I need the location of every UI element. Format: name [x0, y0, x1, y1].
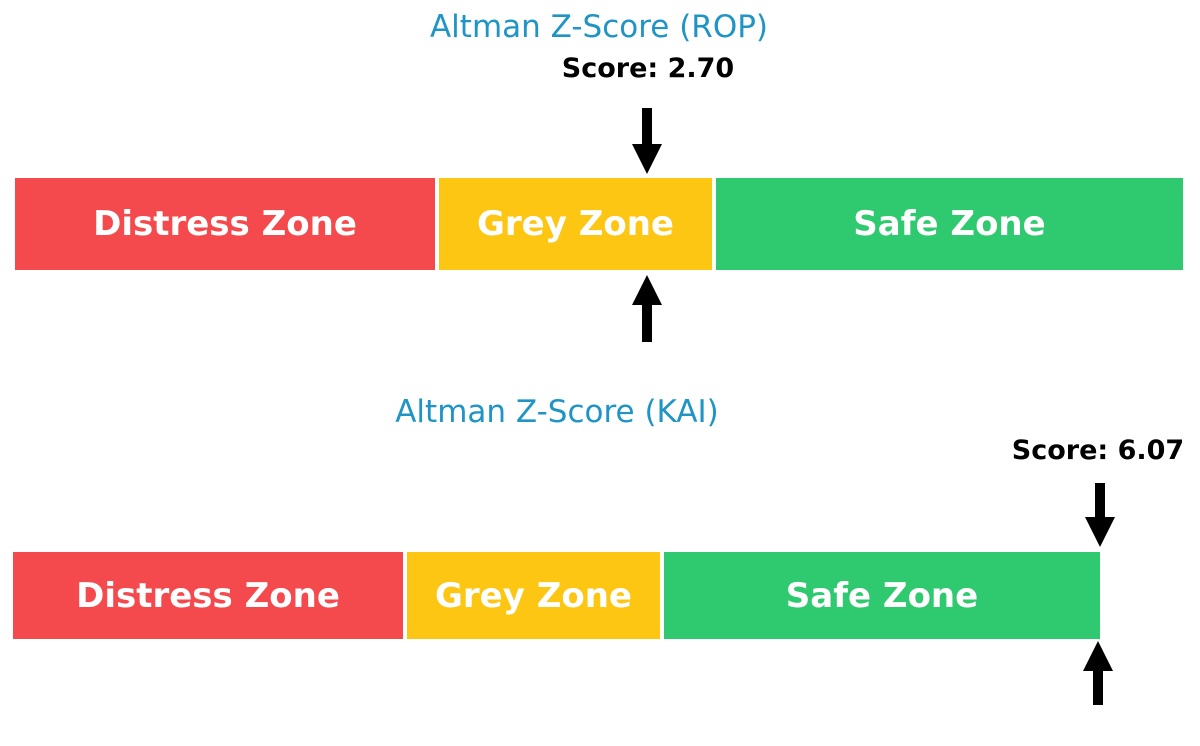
zone-label: Safe Zone: [853, 204, 1046, 244]
zone-label: Distress Zone: [76, 575, 340, 616]
chart-title: Altman Z-Score (ROP): [429, 9, 769, 45]
zone-label: Distress Zone: [93, 204, 357, 244]
zone-grey: Grey Zone: [439, 178, 712, 270]
chart-title: Altman Z-Score (KAI): [395, 394, 719, 430]
zone-label: Grey Zone: [476, 204, 674, 244]
zone-safe: Safe Zone: [664, 552, 1100, 639]
zone-bar: Distress Zone Grey Zone Safe Zone: [15, 178, 1183, 270]
zone-safe: Safe Zone: [716, 178, 1183, 270]
zone-label: Grey Zone: [434, 575, 632, 616]
zone-bar: Distress Zone Grey Zone Safe Zone: [13, 552, 1100, 639]
zone-grey: Grey Zone: [407, 552, 660, 639]
zone-distress: Distress Zone: [13, 552, 403, 639]
score-value-label: Score: 6.07: [1011, 435, 1185, 466]
score-marker-up-arrow-icon: [632, 275, 662, 342]
zone-distress: Distress Zone: [15, 178, 435, 270]
score-marker-down-arrow-icon: [632, 108, 662, 174]
score-marker-down-arrow-icon: [1085, 483, 1115, 547]
score-value-label: Score: 2.70: [561, 53, 735, 84]
score-marker-up-arrow-icon: [1083, 641, 1113, 705]
zone-label: Safe Zone: [785, 575, 979, 616]
